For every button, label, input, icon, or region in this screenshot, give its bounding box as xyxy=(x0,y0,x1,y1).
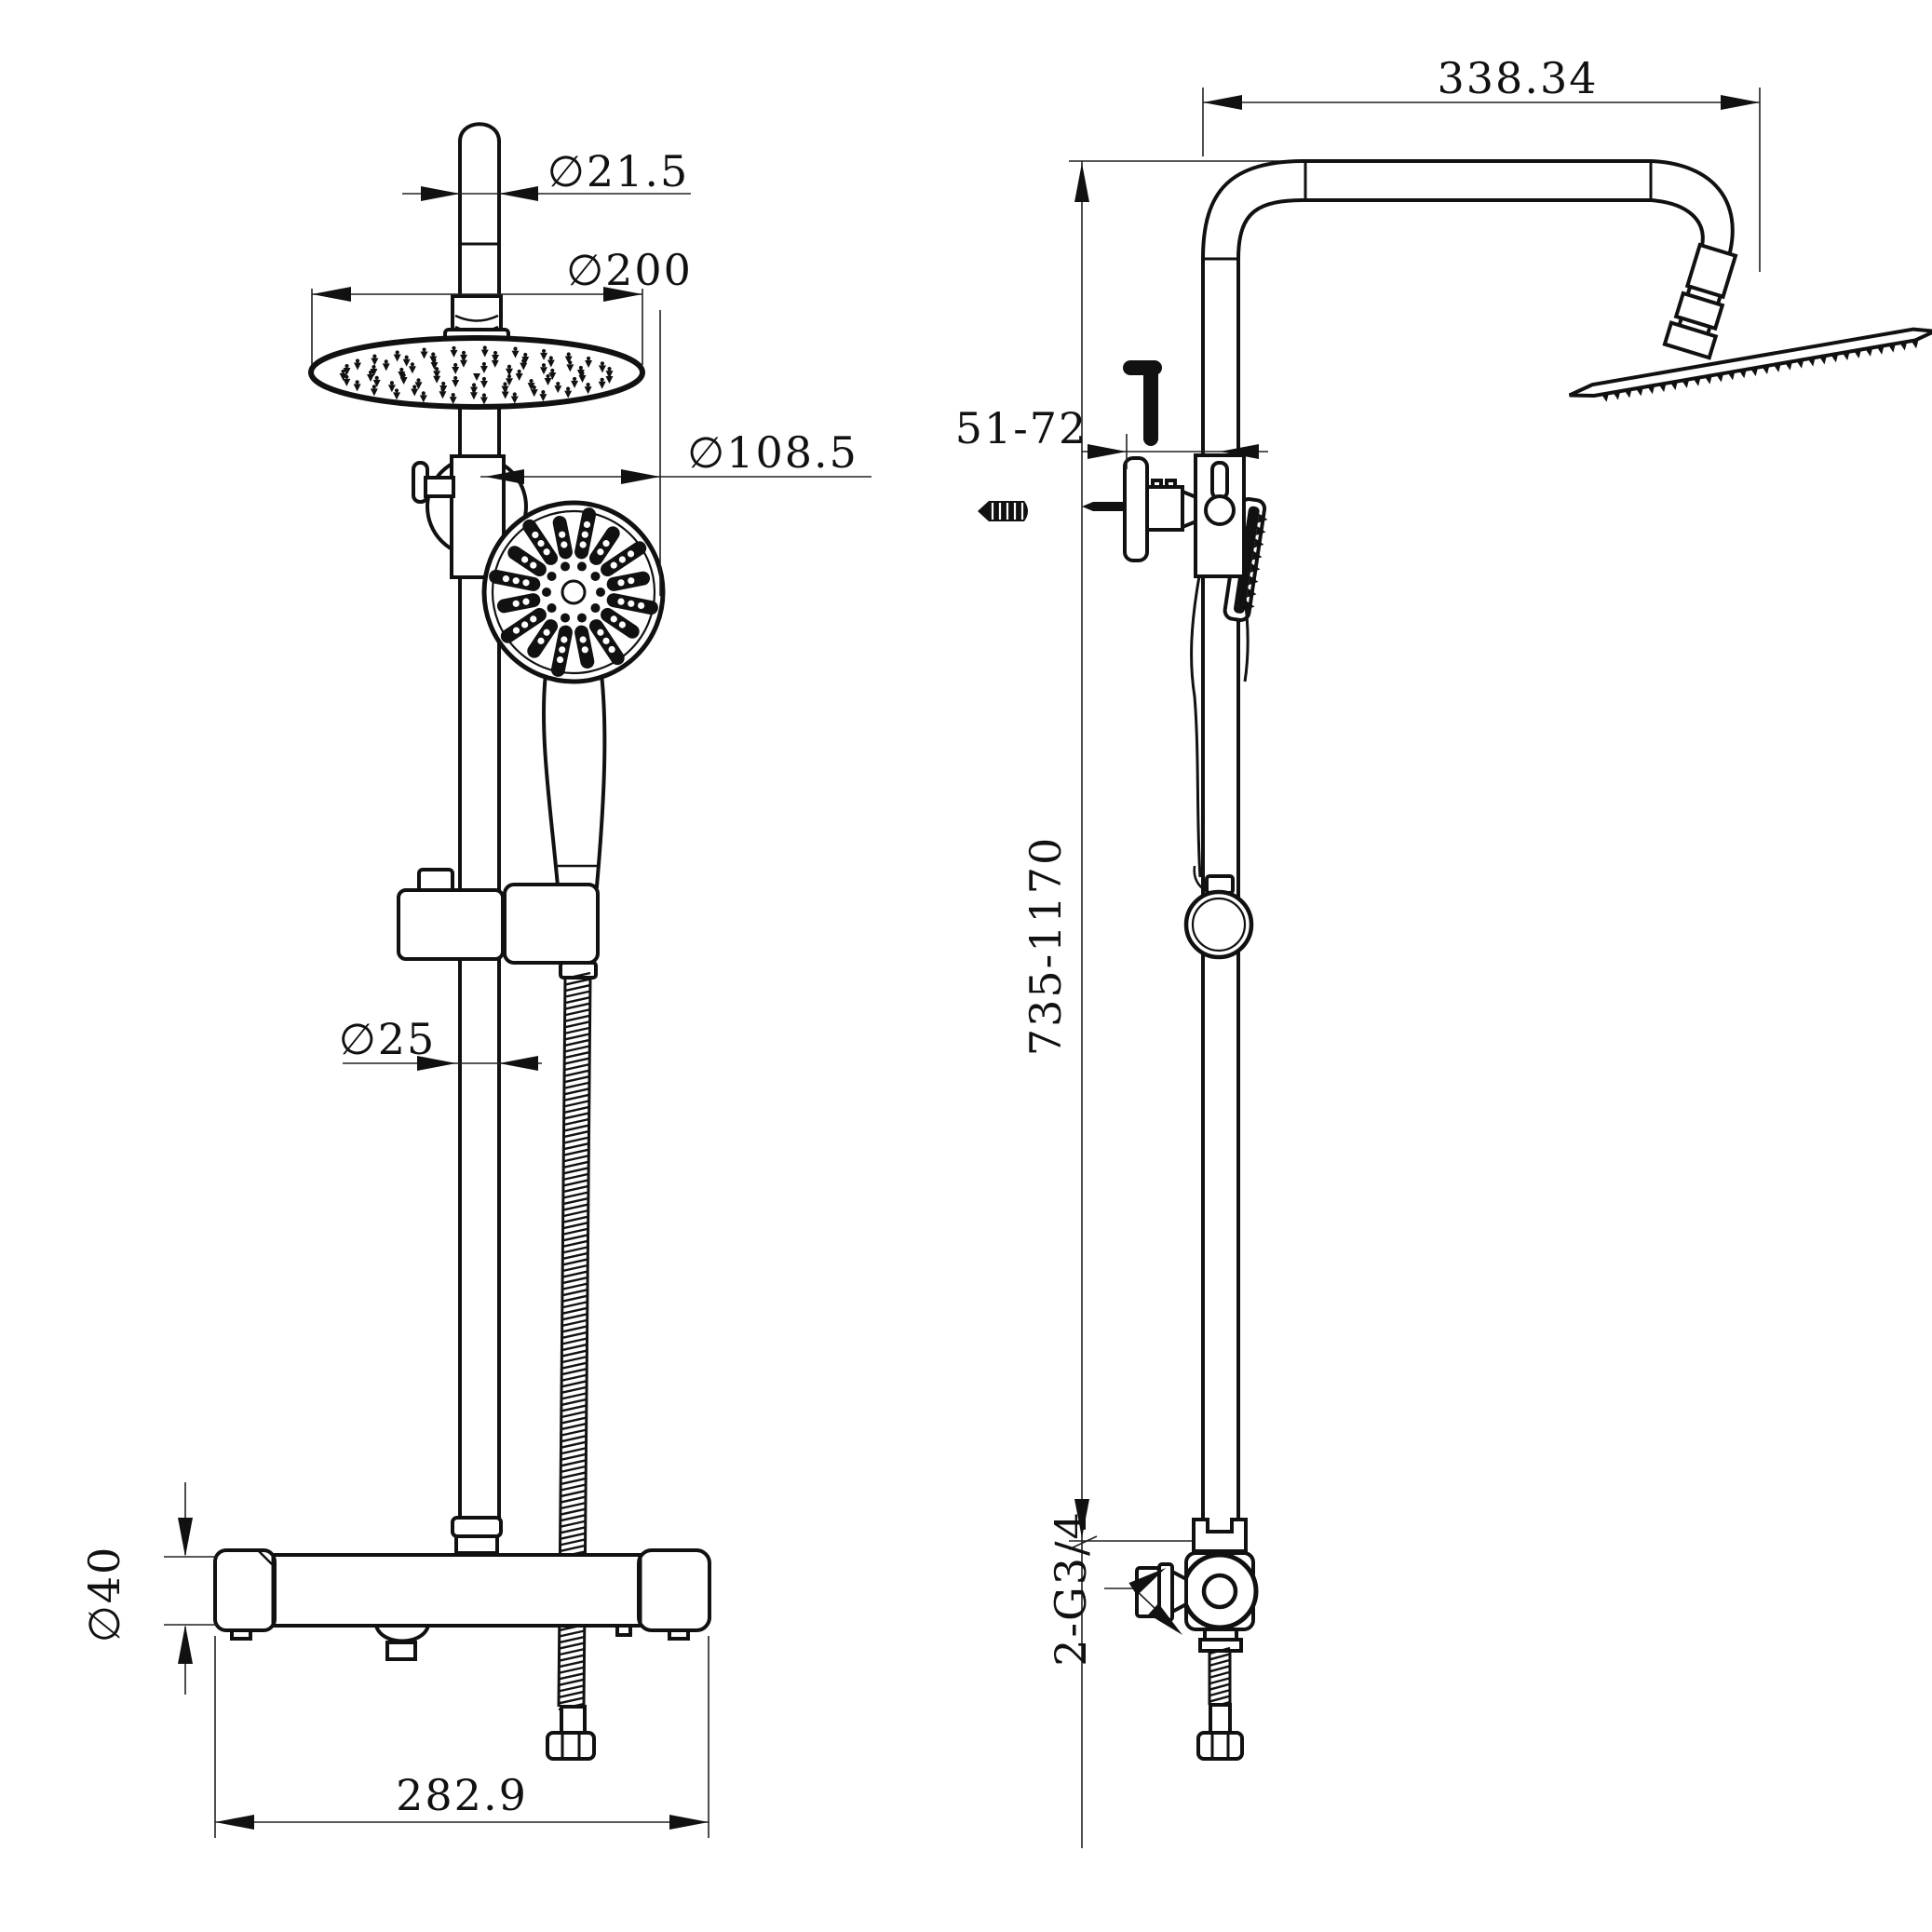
thermostatic-valve xyxy=(213,1516,711,1661)
wall-anchor-icon xyxy=(978,501,1028,521)
dim-hand-shower-diameter: ∅108.5 xyxy=(687,427,858,478)
dim-riser-pipe-diameter: ∅25 xyxy=(339,1014,437,1064)
dim-thread-spec: 2-G3/4 xyxy=(1046,1510,1096,1667)
dim-head-diameter: ∅200 xyxy=(566,245,693,295)
front-view: ∅21.5 ∅200 ∅108.5 ∅25 ∅40 282.9 xyxy=(79,122,871,1838)
shower-hose xyxy=(546,971,596,1761)
dimension-arrowheads xyxy=(178,95,1760,1830)
slider-knob-side xyxy=(1183,874,1254,960)
side-view: 338.34 51-72 735-1170 2-G3/4 xyxy=(955,53,1932,1848)
front-dimensions: ∅21.5 ∅200 ∅108.5 ∅25 ∅40 282.9 xyxy=(79,146,871,1838)
valve-side xyxy=(1135,1518,1259,1761)
side-dimensions: 338.34 51-72 735-1170 2-G3/4 xyxy=(955,53,1761,1667)
slider-bracket xyxy=(397,868,600,980)
rain-shower-head xyxy=(308,294,645,410)
hand-shower-spray-pattern xyxy=(489,507,658,677)
allen-key-icon xyxy=(1123,360,1162,446)
hand-shower xyxy=(481,500,666,888)
wall-bracket xyxy=(1123,453,1246,578)
dim-valve-width: 282.9 xyxy=(396,1770,528,1820)
head-nozzle-pattern xyxy=(339,345,614,405)
riser-pipe-side xyxy=(1201,159,1735,1520)
shower-head-side xyxy=(1568,242,1932,402)
mounting-screw-icon xyxy=(1082,502,1128,511)
dim-wall-distance: 51-72 xyxy=(955,403,1088,453)
hose-side xyxy=(1208,1646,1232,1709)
dim-top-pipe-diameter: ∅21.5 xyxy=(547,146,690,196)
dim-height-range: 735-1170 xyxy=(1020,836,1071,1056)
dim-arm-reach: 338.34 xyxy=(1438,53,1599,103)
dim-valve-body-diameter: ∅40 xyxy=(79,1546,129,1643)
